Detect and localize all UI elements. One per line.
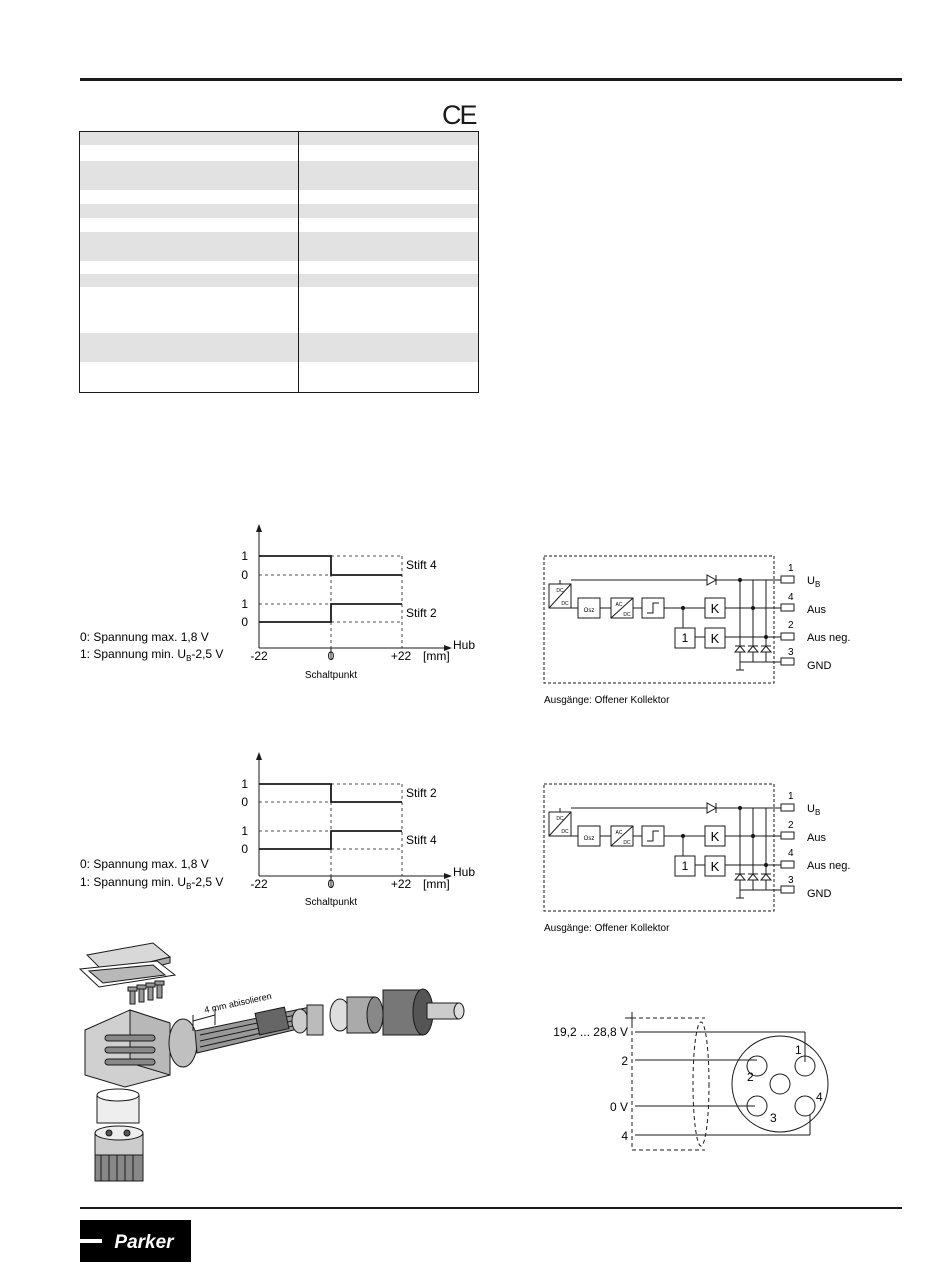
- x-tick: 0: [328, 877, 335, 891]
- pin-label-top: Stift 4: [406, 558, 437, 572]
- x-axis-label: Hub: [453, 638, 475, 652]
- parker-logo: Parker: [80, 1220, 191, 1262]
- y-label: 1: [241, 597, 248, 611]
- pin-label-top: Stift 2: [406, 786, 437, 800]
- pin-number: 1: [788, 563, 794, 574]
- block-dcdc-top: DC: [556, 816, 564, 822]
- block-acdc-top: AC: [616, 602, 623, 608]
- x-tick: +22: [391, 877, 412, 891]
- x-axis-label: Hub: [453, 865, 475, 879]
- switch-point-label: Schaltpunkt: [305, 897, 357, 908]
- block-dcdc-bottom: DC: [561, 829, 569, 835]
- block-osc: Osz: [584, 836, 595, 842]
- wire-4-label: 4: [621, 1129, 628, 1143]
- pin-label: GND: [807, 888, 832, 900]
- pinout-diagram: 19,2 ... 28,8 V 2 0 V 4 1 2 3 4: [553, 1012, 829, 1151]
- y-label: 0: [241, 842, 248, 856]
- pin-number-1: 1: [795, 1043, 802, 1057]
- y-label: 1: [241, 777, 248, 791]
- pin-number: 3: [788, 875, 794, 886]
- legend-one: 1: Spannung min. UB-2,5 V: [80, 647, 223, 663]
- spec-row: [80, 274, 478, 287]
- connector-assembly-illustration: 4 mm abisolieren: [78, 942, 465, 1182]
- circuit-diagram-1: DC DC Osz AC DC 1 K K 1 UB 4 Aus 2 Aus n…: [543, 555, 850, 706]
- wire-0v-label: 0 V: [610, 1100, 628, 1114]
- x-tick: -22: [250, 649, 268, 663]
- spec-row: [80, 132, 478, 145]
- pin-number: 4: [788, 848, 794, 859]
- pin-number: 1: [788, 791, 794, 802]
- spec-table: [79, 131, 479, 393]
- legend-one: 1: Spannung min. UB-2,5 V: [80, 875, 223, 891]
- pin-number: 3: [788, 647, 794, 658]
- pin-number: 2: [788, 620, 794, 631]
- x-tick: +22: [391, 649, 412, 663]
- pin-label: GND: [807, 660, 832, 672]
- block-k: K: [711, 859, 720, 874]
- pin-label: Aus neg.: [807, 860, 850, 872]
- spec-row: [80, 161, 478, 190]
- switching-diagram-1: 1 0 1 0 Stift 4 Stift 2 0: Spannung max.…: [80, 524, 475, 681]
- pin-label: Aus neg.: [807, 632, 850, 644]
- pin-number: 4: [788, 592, 794, 603]
- spec-row: [80, 232, 478, 261]
- pin-label: UB: [807, 575, 820, 589]
- pin-label: UB: [807, 803, 820, 817]
- footer-rule: [80, 1207, 902, 1209]
- circuit-diagram-2: DC DC Osz AC DC 1 K K 1 UB 2 Aus 4 Aus n…: [543, 783, 850, 934]
- parker-logo-text: Parker: [114, 1232, 175, 1253]
- block-acdc-top: AC: [616, 830, 623, 836]
- y-label: 1: [241, 549, 248, 563]
- pin-label-bottom: Stift 2: [406, 606, 437, 620]
- block-dcdc-bottom: DC: [561, 601, 569, 607]
- block-k: K: [711, 601, 720, 616]
- circuit-caption: Ausgänge: Offener Kollektor: [544, 695, 670, 706]
- x-unit: [mm]: [423, 877, 450, 891]
- switching-diagram-2: 1 0 1 0 Stift 2 Stift 4 0: Spannung max.…: [80, 752, 475, 908]
- pin-number: 2: [788, 820, 794, 831]
- block-invert: 1: [682, 859, 689, 873]
- pin-label: Aus: [807, 604, 826, 616]
- block-acdc-bottom: DC: [623, 612, 631, 618]
- pin-number-3: 3: [770, 1111, 777, 1125]
- legend-zero: 0: Spannung max. 1,8 V: [80, 857, 209, 871]
- pin-label: Aus: [807, 832, 826, 844]
- block-dcdc-top: DC: [556, 588, 564, 594]
- pin-number-4: 4: [816, 1090, 823, 1104]
- block-osc: Osz: [584, 608, 595, 614]
- block-invert: 1: [682, 631, 689, 645]
- legend-zero: 0: Spannung max. 1,8 V: [80, 630, 209, 644]
- y-label: 0: [241, 795, 248, 809]
- y-label: 1: [241, 824, 248, 838]
- x-unit: [mm]: [423, 649, 450, 663]
- wire-2-label: 2: [621, 1054, 628, 1068]
- spec-row: [80, 333, 478, 362]
- x-tick: 0: [328, 649, 335, 663]
- spec-column-divider: [298, 132, 299, 392]
- pin-label-bottom: Stift 4: [406, 833, 437, 847]
- block-acdc-bottom: DC: [623, 840, 631, 846]
- supply-voltage-label: 19,2 ... 28,8 V: [553, 1025, 628, 1039]
- ce-mark: CE: [442, 100, 477, 130]
- header-rule: [80, 78, 902, 81]
- y-label: 0: [241, 568, 248, 582]
- pin-number-2: 2: [747, 1070, 754, 1084]
- y-label: 0: [241, 615, 248, 629]
- block-k: K: [711, 631, 720, 646]
- spec-row: [80, 204, 478, 218]
- block-k: K: [711, 829, 720, 844]
- x-tick: -22: [250, 877, 268, 891]
- circuit-caption: Ausgänge: Offener Kollektor: [544, 923, 670, 934]
- switch-point-label: Schaltpunkt: [305, 670, 357, 681]
